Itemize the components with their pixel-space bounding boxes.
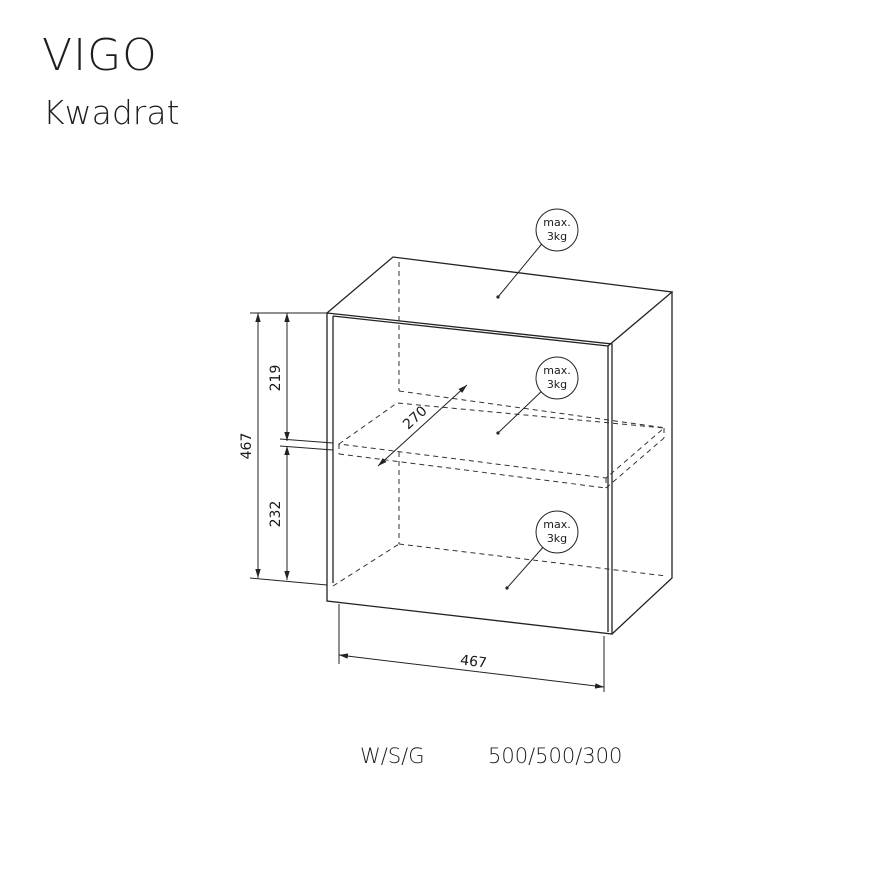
dimension-shelf-depth: 270 (377, 384, 468, 467)
dimension-total-height-label: 467 (239, 433, 255, 460)
load-indicator-bottom: max. 3kg (505, 510, 579, 590)
hidden-lines (332, 262, 667, 587)
dimension-vertical: 219 232 467 (239, 312, 334, 586)
load-badge-middle-line1: max. (543, 364, 570, 377)
dimension-lower-height-label: 232 (268, 501, 284, 528)
load-badge-middle-line2: 3kg (547, 378, 567, 391)
product-title: VIGO (42, 30, 158, 81)
cabinet-body (326, 256, 674, 635)
dimension-width: 467 (338, 604, 605, 692)
dimension-width-label: 467 (459, 652, 487, 671)
dimension-upper-height-label: 219 (268, 365, 284, 392)
shelf-outline (337, 402, 666, 479)
spec-label: W/S/G (360, 744, 425, 768)
load-badge-bottom-line2: 3kg (547, 532, 567, 545)
cabinet-front-door (326, 312, 613, 635)
load-badge-top-line1: max. (543, 216, 570, 229)
dimension-shelf-depth-label: 270 (400, 403, 431, 433)
load-indicator-top: max. 3kg (496, 208, 579, 299)
load-badge-bottom-line1: max. (543, 518, 570, 531)
load-indicator-middle: max. 3kg (496, 356, 579, 435)
door-thickness-top (332, 315, 609, 347)
spec-value: 500/500/300 (488, 744, 623, 768)
product-subtitle: Kwadrat (43, 93, 180, 132)
cabinet-right-side (611, 292, 673, 635)
cabinet-top-face (326, 256, 674, 347)
load-badge-top-line2: 3kg (547, 230, 567, 243)
